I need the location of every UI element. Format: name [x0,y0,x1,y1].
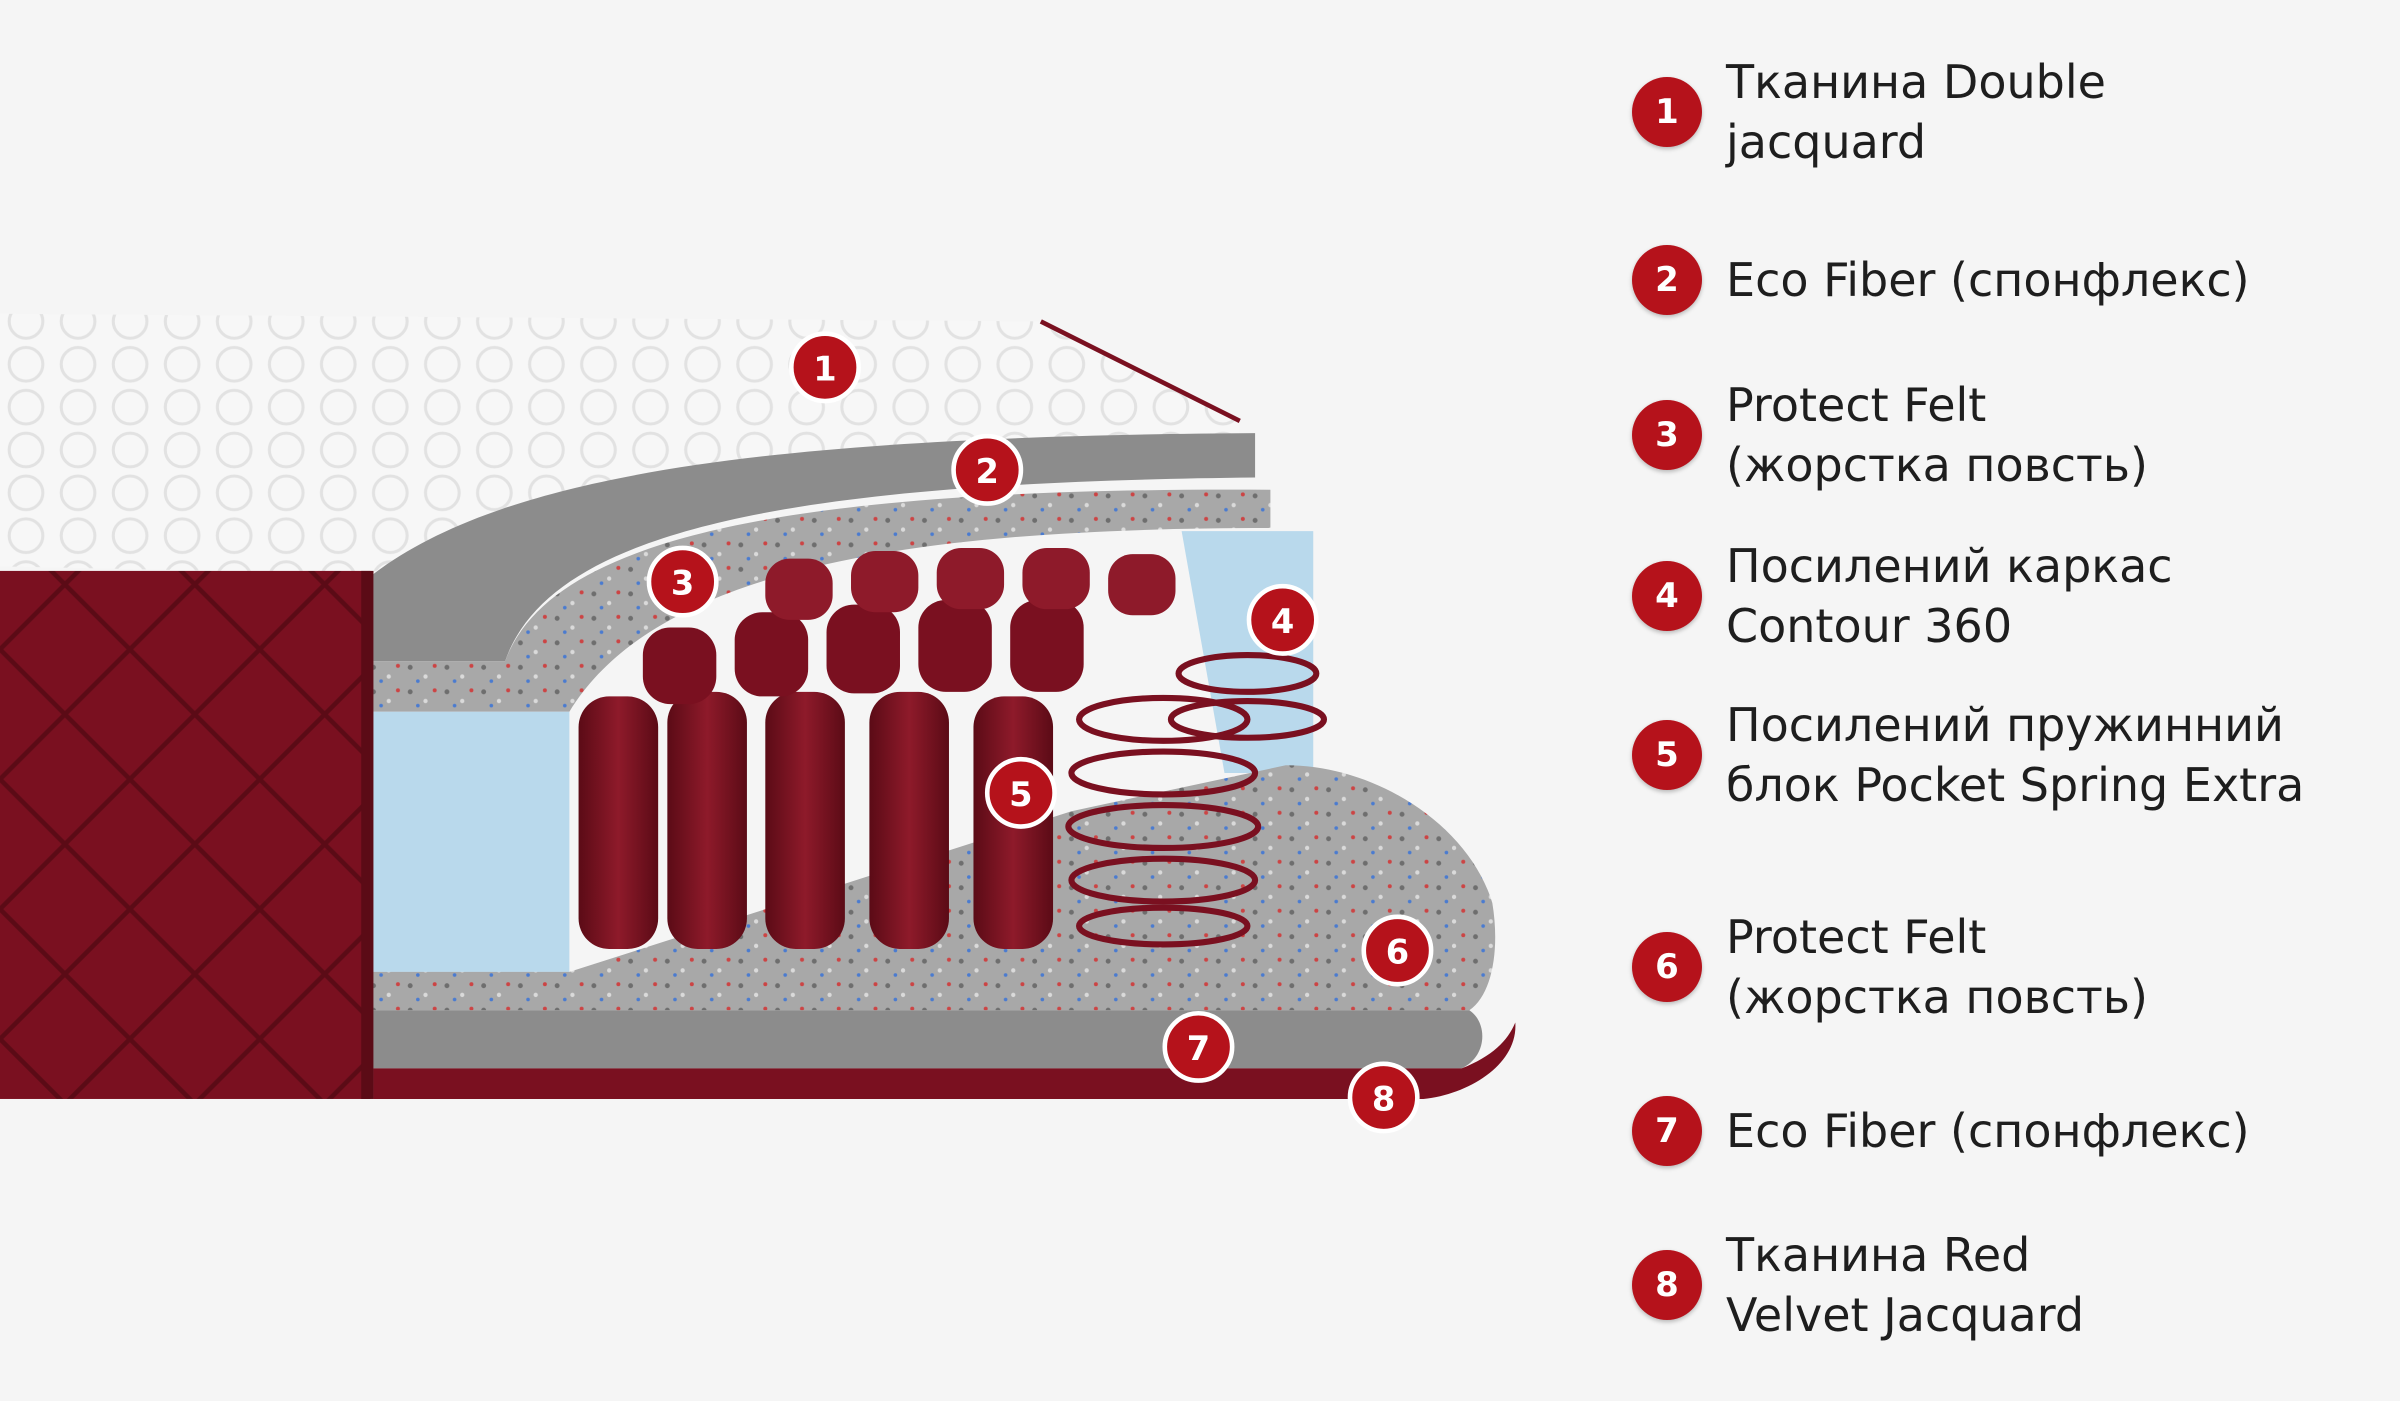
legend-item-8: 8 Тканина Red Velvet Jacquard [1632,1225,2084,1345]
legend-number-badge: 6 [1632,932,1702,1002]
legend-label: Protect Felt (жорстка повсть) [1726,907,2148,1027]
legend-line: Protect Felt [1726,378,1987,432]
legend-label: Тканина Red Velvet Jacquard [1726,1225,2084,1345]
marker-2-label: 2 [976,452,999,491]
marker-6-label: 6 [1386,933,1409,972]
legend-label: Protect Felt (жорстка повсть) [1726,375,2148,495]
marker-3-label: 3 [671,564,694,603]
marker-8-label: 8 [1372,1079,1395,1118]
velvet-bottom-layer [373,1022,1516,1099]
legend-line: Тканина Double [1726,55,2106,109]
legend-item-1: 1 Тканина Double jacquard [1632,52,2106,172]
marker-3: 3 [646,545,719,618]
legend-number-badge: 4 [1632,561,1702,631]
legend-item-4: 4 Посилений каркас Contour 360 [1632,536,2173,656]
layer-legend: 1 Тканина Double jacquard 2 Eco Fiber (с… [1632,0,2392,1400]
legend-number-badge: 1 [1632,77,1702,147]
legend-number-badge: 7 [1632,1096,1702,1166]
marker-4-label: 4 [1271,602,1294,641]
legend-line: (жорстка повсть) [1726,970,2148,1024]
protect-felt-top-layer [373,489,1271,712]
marker-1: 1 [789,331,861,404]
legend-item-5: 5 Посилений пружинний блок Pocket Spring… [1632,695,2304,815]
marker-6: 6 [1361,914,1434,987]
marker-1-label: 1 [813,349,836,388]
legend-item-6: 6 Protect Felt (жорстка повсть) [1632,907,2148,1027]
marker-2: 2 [951,433,1024,506]
marker-7-label: 7 [1187,1029,1210,1068]
legend-line: Eco Fiber (спонфлекс) [1726,1104,2250,1158]
marker-5: 5 [984,756,1057,829]
legend-line: Contour 360 [1726,599,2013,653]
legend-number-badge: 2 [1632,245,1702,315]
marker-8: 8 [1347,1061,1420,1134]
velvet-side-panel [0,570,371,1099]
legend-item-2: 2 Eco Fiber (спонфлекс) [1632,245,2250,315]
top-jacquard-surface [0,313,1240,574]
legend-label: Посилений пружинний блок Pocket Spring E… [1726,695,2304,815]
legend-line: Velvet Jacquard [1726,1288,2085,1342]
legend-item-7: 7 Eco Fiber (спонфлекс) [1632,1096,2250,1166]
legend-line: (жорстка повсть) [1726,438,2148,492]
top-jacquard-edge [1039,319,1241,423]
legend-label: Eco Fiber (спонфлекс) [1726,1101,2250,1161]
legend-label: Eco Fiber (спонфлекс) [1726,250,2250,310]
legend-line: Eco Fiber (спонфлекс) [1726,253,2250,307]
legend-line: Protect Felt [1726,910,1987,964]
legend-label: Тканина Double jacquard [1726,52,2106,172]
eco-fiber-bottom-layer [373,1010,1483,1069]
legend-label: Посилений каркас Contour 360 [1726,536,2173,656]
marker-7: 7 [1162,1010,1235,1083]
contour-frame-left [373,711,570,972]
legend-line: блок Pocket Spring Extra [1726,758,2305,812]
legend-line: Посилений пружинний [1726,698,2284,752]
legend-line: jacquard [1726,115,1927,169]
legend-number-badge: 5 [1632,720,1702,790]
legend-item-3: 3 Protect Felt (жорстка повсть) [1632,375,2148,495]
marker-5-label: 5 [1009,775,1032,814]
legend-line: Посилений каркас [1726,539,2173,593]
legend-line: Тканина Red [1726,1228,2031,1282]
marker-4: 4 [1246,583,1319,656]
eco-fiber-top-layer [373,433,1256,662]
legend-number-badge: 8 [1632,1250,1702,1320]
legend-number-badge: 3 [1632,400,1702,470]
velvet-side-edge [361,570,374,1099]
